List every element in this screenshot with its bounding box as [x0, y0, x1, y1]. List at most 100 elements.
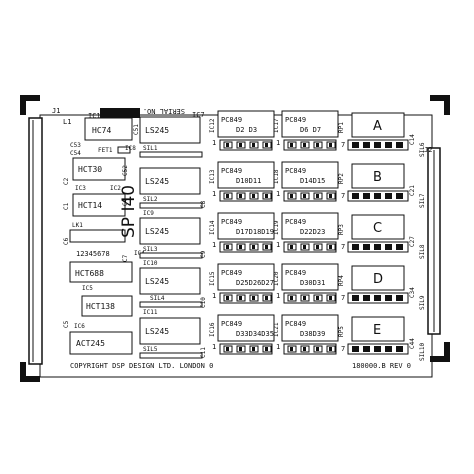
rp-label: RP3	[338, 224, 345, 235]
resistor	[396, 142, 403, 148]
pin-one: 1	[276, 139, 280, 147]
diode-band	[265, 245, 268, 249]
pin-seven: 7	[341, 141, 345, 149]
c53-label: C53	[70, 142, 81, 149]
ic7-label: IC7	[192, 111, 205, 119]
diode-band	[303, 347, 306, 351]
pin-one: 1	[212, 343, 216, 351]
diode-label: D25D26D27	[236, 279, 274, 287]
ic-label: IC20	[273, 271, 280, 286]
resistor	[396, 346, 403, 352]
c2-label: C2	[63, 177, 70, 185]
cap-label: C34	[409, 287, 416, 298]
pin-seven: 7	[341, 345, 345, 353]
svg-text:HC74: HC74	[92, 126, 111, 135]
part-number: 180000.B REV 0	[352, 362, 411, 370]
c51-label: C51	[133, 124, 140, 135]
channel-box	[351, 265, 405, 291]
diode-label: D33D34D35	[236, 330, 274, 338]
diode-band	[316, 347, 319, 351]
j2-label: J2	[424, 146, 432, 154]
diode-band	[290, 347, 293, 351]
svg-text:SIL1: SIL1	[143, 145, 158, 152]
pin-one: 1	[212, 241, 216, 249]
copyright-text: COPYRIGHT DSP DESIGN LTD. LONDON 0	[70, 362, 213, 370]
chip-hct30: HCT30	[72, 157, 126, 181]
c5-label: C5	[63, 320, 70, 328]
opto-part-label: PC849	[221, 320, 242, 328]
diode-band	[265, 143, 268, 147]
c10-label: C10	[200, 297, 207, 308]
rp-label: RP1	[338, 122, 345, 133]
svg-text:LS245: LS245	[145, 277, 169, 286]
diode-label: D38D39	[300, 330, 325, 338]
diode-strip	[219, 343, 273, 355]
rp-label: RP5	[338, 326, 345, 337]
svg-text:LS245: LS245	[145, 327, 169, 336]
chip-hct14: HCT14	[72, 193, 126, 217]
sil-right-label: SIL10	[419, 343, 426, 361]
pin-one: 1	[212, 139, 216, 147]
pin-seven: 7	[341, 294, 345, 302]
chip-act245: ACT245	[69, 331, 133, 355]
diode-strip	[283, 292, 337, 304]
c54-label: C54	[70, 150, 81, 157]
diode-band	[252, 194, 255, 198]
pin-one: 1	[276, 292, 280, 300]
diode-band	[303, 245, 306, 249]
channel-box	[351, 214, 405, 240]
corner-markers	[20, 95, 450, 382]
svg-text:LS245: LS245	[145, 126, 169, 135]
diode-band	[329, 194, 332, 198]
ic6-label: IC6	[74, 323, 85, 330]
channel-letter: B	[373, 170, 382, 185]
sil-right-label: SIL8	[419, 244, 426, 259]
optocoupler	[217, 161, 275, 189]
diode-band	[303, 143, 306, 147]
channel-box	[351, 316, 405, 342]
optocoupler	[217, 212, 275, 240]
cap-label: C27	[409, 236, 416, 247]
cap-label: C21	[409, 185, 416, 196]
diode-strip	[219, 241, 273, 253]
svg-text:LS245: LS245	[145, 227, 169, 236]
resistor	[352, 295, 359, 301]
diode-band	[239, 143, 242, 147]
resistor	[352, 193, 359, 199]
opto-part-label: PC849	[221, 218, 242, 226]
diode-band	[329, 347, 332, 351]
resistor	[363, 142, 370, 148]
diode-band	[316, 194, 319, 198]
rp-label: RP4	[338, 275, 345, 286]
resistor	[363, 346, 370, 352]
diode-band	[329, 296, 332, 300]
diode-label: D14D15	[300, 177, 325, 185]
opto-part-label: PC849	[221, 269, 242, 277]
diode-strip	[219, 190, 273, 202]
diode-band	[226, 143, 229, 147]
optocoupler	[281, 110, 339, 138]
serial-block	[100, 108, 140, 118]
edge-connector-j1: J1	[28, 107, 60, 365]
c7-label: C7	[122, 254, 129, 262]
channel-letter: E	[373, 323, 381, 338]
diode-band	[316, 143, 319, 147]
ic-label: IC21	[273, 322, 280, 337]
lk1-label: LK1	[72, 222, 83, 229]
svg-text:HCT14: HCT14	[78, 201, 102, 210]
diode-band	[226, 296, 229, 300]
diode-band	[290, 194, 293, 198]
diode-band	[265, 347, 268, 351]
cap-label: C44	[409, 338, 416, 349]
svg-text:SIL5: SIL5	[143, 346, 158, 353]
l1-label: L1	[63, 118, 71, 126]
resistor	[363, 295, 370, 301]
diode-label: D10D11	[236, 177, 261, 185]
c4-label: C4	[122, 198, 129, 206]
svg-text:HCT30: HCT30	[78, 165, 102, 174]
